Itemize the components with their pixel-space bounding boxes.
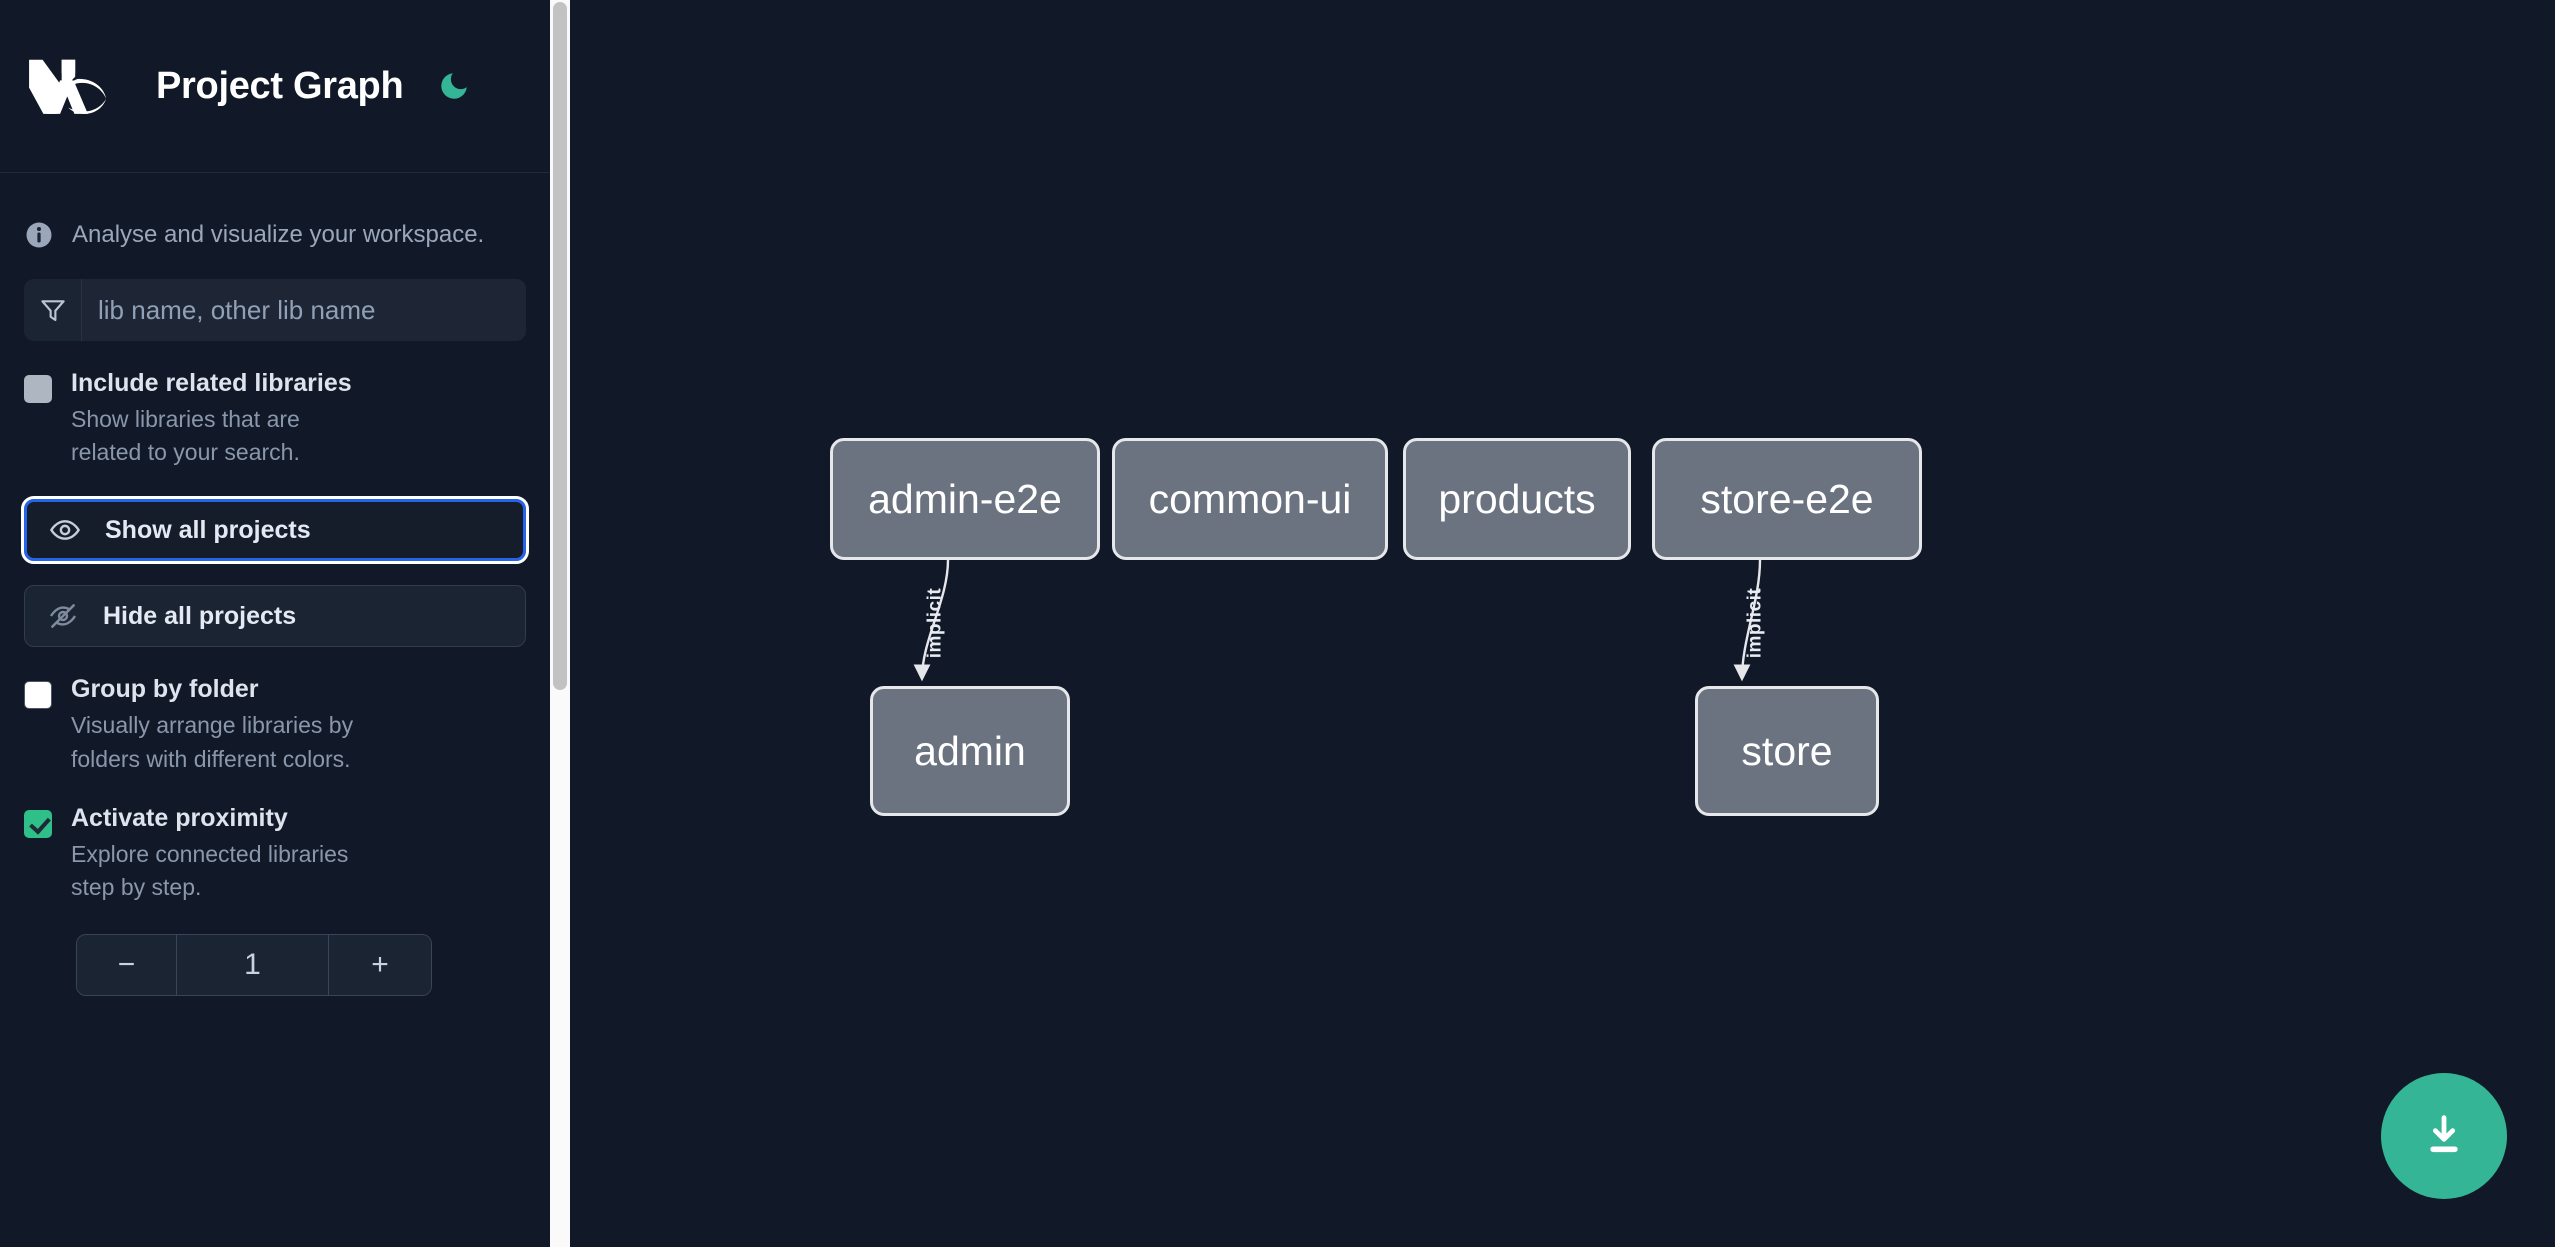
graph-edges <box>913 559 1762 682</box>
search-input[interactable] <box>82 279 526 341</box>
option-description: Show libraries that are related to your … <box>71 405 300 466</box>
edge-label-store-e2e-to-store: implicit <box>1744 587 1766 659</box>
show-all-projects-label: Show all projects <box>105 515 311 544</box>
funnel-icon[interactable] <box>24 279 82 341</box>
graph-node-admin-e2e[interactable]: admin-e2e <box>830 438 1100 560</box>
show-all-projects-button[interactable]: Show all projects <box>21 496 529 565</box>
sidebar: Project Graph Analyse and visualize your… <box>0 0 550 1247</box>
graph-node-store-e2e[interactable]: store-e2e <box>1652 438 1922 560</box>
sidebar-header: Project Graph <box>0 0 550 173</box>
option-include-related-libraries: Include related libraries Show libraries… <box>0 341 550 469</box>
sidebar-scrollbar-thumb[interactable] <box>553 2 567 690</box>
option-activate-proximity: Activate proximity Explore connected lib… <box>0 776 550 904</box>
info-icon <box>24 220 54 250</box>
hide-all-projects-button[interactable]: Hide all projects <box>24 585 526 648</box>
spacer <box>0 561 550 585</box>
sidebar-tagline: Analyse and visualize your workspace. <box>0 173 550 263</box>
option-title: Include related libraries <box>71 369 352 397</box>
option-description: Visually arrange libraries by folders wi… <box>71 712 354 772</box>
spacer <box>0 469 550 499</box>
download-icon <box>2418 1109 2470 1164</box>
checkbox-include-related-libraries[interactable] <box>24 375 52 403</box>
edge-label-admin-e2e-to-admin: implicit <box>924 587 946 659</box>
proximity-increment-button[interactable]: + <box>329 935 431 996</box>
graph-node-products[interactable]: products <box>1403 438 1631 560</box>
graph-node-common-ui[interactable]: common-ui <box>1112 438 1388 560</box>
page-title: Project Graph <box>156 64 404 107</box>
eye-off-icon <box>47 600 83 632</box>
nx-logo-icon <box>24 55 120 117</box>
filter-bar <box>24 279 526 341</box>
moon-icon[interactable] <box>433 65 475 107</box>
graph-canvas[interactable]: implicit implicit admin-e2e common-ui pr… <box>570 0 2555 1247</box>
option-title: Activate proximity <box>71 803 288 832</box>
download-button[interactable] <box>2381 1073 2507 1199</box>
checkbox-activate-proximity[interactable] <box>24 809 52 838</box>
option-description: Explore connected libraries step by step… <box>71 840 349 900</box>
option-group-by-folder: Group by folder Visually arrange librari… <box>0 647 550 775</box>
option-title: Group by folder <box>71 675 259 704</box>
graph-node-admin[interactable]: admin <box>870 686 1070 816</box>
graph-node-store[interactable]: store <box>1695 686 1879 816</box>
hide-all-projects-label: Hide all projects <box>103 601 297 630</box>
sidebar-tagline-text: Analyse and visualize your workspace. <box>72 221 485 248</box>
proximity-decrement-button[interactable]: − <box>77 935 177 996</box>
checkbox-group-by-folder[interactable] <box>24 681 52 710</box>
eye-icon <box>49 514 85 546</box>
proximity-value: 1 <box>177 935 329 996</box>
proximity-stepper: − 1 + <box>76 934 432 997</box>
